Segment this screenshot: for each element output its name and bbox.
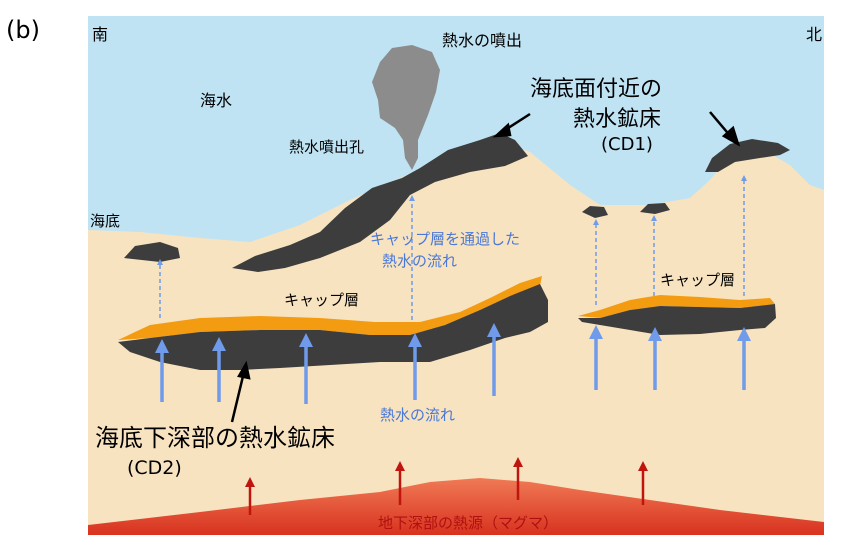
magma-body — [88, 478, 824, 535]
panel-label: (b) — [6, 16, 40, 44]
cd1-ore-main — [232, 133, 528, 272]
cd1-title-line2: 熱水鉱床 — [573, 107, 661, 132]
ore-fragment-mid1 — [582, 206, 608, 218]
cd2-code: (CD2) — [127, 457, 182, 479]
ore-fragment-mid2 — [640, 203, 670, 214]
pointer-arrow-cd2 — [230, 371, 246, 423]
north-label: 北 — [806, 25, 822, 44]
cap-layer-right-label: キャップ層 — [660, 271, 735, 289]
ore-fragment-left — [124, 242, 180, 262]
cap-flow-line2: 熱水の流れ — [382, 252, 457, 270]
cd1-code: (CD1) — [601, 134, 653, 155]
seafloor-label: 海底 — [90, 212, 120, 230]
vent-hole-label: 熱水噴出孔 — [289, 138, 364, 156]
hydro-flow-arrows — [155, 323, 751, 404]
cd2-title: 海底下深部の熱水鉱床 — [95, 424, 335, 452]
cd1-ore-right — [705, 139, 790, 172]
vent-plume — [372, 45, 440, 170]
south-label: 南 — [92, 25, 108, 44]
hydro-flow-label: 熱水の流れ — [380, 406, 455, 424]
cap-layer-right — [578, 295, 775, 318]
cap-flow-line1: キャップ層を通過した — [370, 230, 520, 248]
vent-plume-label: 熱水の噴出 — [442, 31, 522, 50]
cd1-title-line1: 海底面付近の — [530, 77, 662, 102]
cap-flow-arrows — [157, 175, 747, 320]
cap-layer-left — [118, 276, 542, 340]
cd2-ore-right — [578, 304, 776, 335]
pointer-arrows — [230, 111, 741, 423]
cap-layer-left-label: キャップ層 — [284, 291, 359, 309]
heat-source-label: 地下深部の熱源（マグマ） — [378, 514, 558, 532]
heat-arrows — [245, 457, 648, 515]
seawater-label: 海水 — [200, 91, 232, 110]
